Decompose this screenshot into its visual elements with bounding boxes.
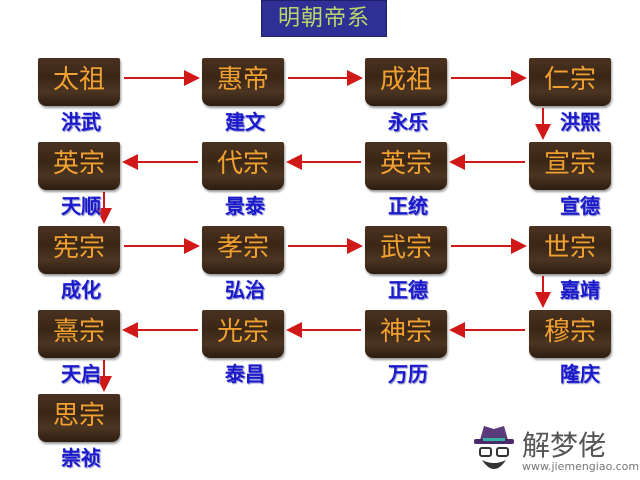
era-name: 永乐 [388,110,428,134]
emperor-box: 光宗 [202,310,284,358]
era-name: 洪武 [61,110,101,134]
emperor-box: 武宗 [365,226,447,274]
emperor-box: 孝宗 [202,226,284,274]
watermark-url: www.jiemengiao.com [522,460,640,473]
hat-man-icon [474,426,514,469]
era-name: 正统 [388,194,428,218]
era-name: 建文 [225,110,265,134]
emperor-box: 熹宗 [38,310,120,358]
emperor-box: 宪宗 [38,226,120,274]
era-name: 万历 [388,362,428,386]
era-name: 宣德 [560,194,600,218]
era-name: 洪熙 [560,110,600,134]
emperor-box: 太祖 [38,58,120,106]
era-name: 泰昌 [225,362,265,386]
emperor-box: 世宗 [529,226,611,274]
era-name: 隆庆 [560,362,600,386]
emperor-box: 代宗 [202,142,284,190]
emperor-box: 宣宗 [529,142,611,190]
emperor-box: 英宗 [38,142,120,190]
emperor-box: 穆宗 [529,310,611,358]
emperor-box: 英宗 [365,142,447,190]
emperor-box: 仁宗 [529,58,611,106]
era-name: 天顺 [61,194,101,218]
era-name: 崇祯 [61,446,101,470]
diagram-title: 明朝帝系 [261,0,387,37]
era-name: 天启 [61,362,101,386]
watermark-logo: 解梦佬 www.jiemengiao.com [470,420,640,480]
emperor-box: 思宗 [38,394,120,442]
era-name: 正德 [388,278,428,302]
era-name: 嘉靖 [560,278,600,302]
watermark-name: 解梦佬 [522,429,607,462]
emperor-box: 成祖 [365,58,447,106]
emperor-box: 惠帝 [202,58,284,106]
era-name: 景泰 [225,194,265,218]
era-name: 成化 [61,278,101,302]
emperor-box: 神宗 [365,310,447,358]
era-name: 弘治 [225,278,265,302]
